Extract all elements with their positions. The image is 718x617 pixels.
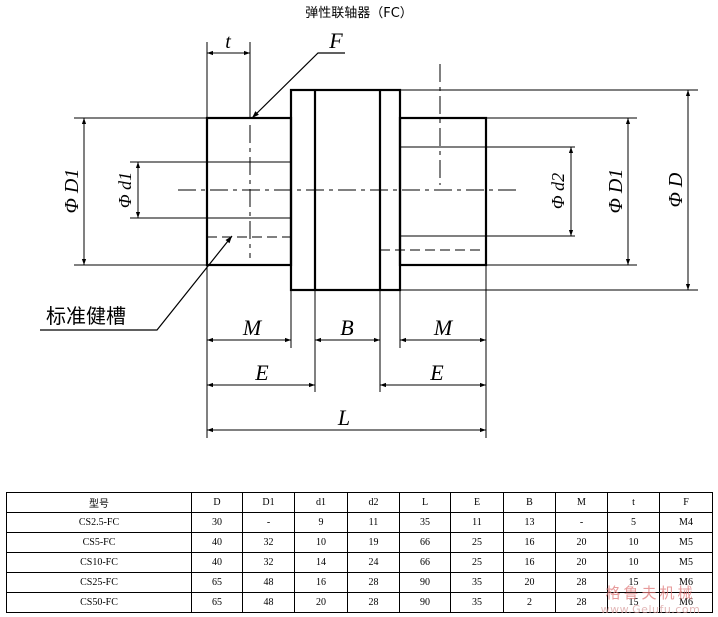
table-cell: - <box>555 512 608 533</box>
table-cell: 30 <box>191 512 243 533</box>
table-cell: M5 <box>659 532 713 553</box>
table-cell: M5 <box>659 552 713 573</box>
table-cell: 40 <box>191 532 243 553</box>
label-keyway: 标准健槽 <box>46 304 126 328</box>
column-header: t <box>607 492 660 513</box>
label-D: Φ D <box>665 172 687 207</box>
table-cell: 16 <box>503 532 556 553</box>
label-E-right: E <box>429 360 444 385</box>
table-cell: 16 <box>294 572 348 593</box>
label-d1: Φ d1 <box>115 172 135 208</box>
column-header: B <box>503 492 556 513</box>
table-cell: CS50-FC <box>6 592 192 613</box>
table-cell: 90 <box>399 592 451 613</box>
table-cell: 25 <box>450 552 504 573</box>
table-row: CS25-FC 65 48 16 28 90 35 20 28 15 M6 <box>6 572 713 593</box>
right-hub <box>398 116 488 267</box>
table-cell: 20 <box>555 552 608 573</box>
table-cell: 9 <box>294 512 348 533</box>
table-cell: 28 <box>555 572 608 593</box>
table-cell: 15 <box>607 572 660 593</box>
label-D1-left: Φ D1 <box>61 169 83 214</box>
table-row: CS5-FC 40 32 10 19 66 25 16 20 10 M5 <box>6 532 713 553</box>
table-cell: 40 <box>191 552 243 573</box>
table-cell: 66 <box>399 532 451 553</box>
label-F: F <box>328 28 343 53</box>
table-row: CS10-FC 40 32 14 24 66 25 16 20 10 M5 <box>6 552 713 573</box>
table-cell: 90 <box>399 572 451 593</box>
column-header: E <box>450 492 504 513</box>
hidden-lines <box>130 64 575 258</box>
table-cell: 10 <box>607 532 660 553</box>
column-header: D1 <box>242 492 295 513</box>
table-cell: CS10-FC <box>6 552 192 573</box>
table-cell: 48 <box>242 592 295 613</box>
table-cell: 66 <box>399 552 451 573</box>
table-cell: 10 <box>607 552 660 573</box>
column-header: L <box>399 492 451 513</box>
table-cell: M6 <box>659 572 713 593</box>
table-cell: 16 <box>503 552 556 573</box>
table-cell: CS25-FC <box>6 572 192 593</box>
column-header: M <box>555 492 608 513</box>
table-cell: 20 <box>555 532 608 553</box>
table-cell: 11 <box>347 512 400 533</box>
table-cell: 35 <box>450 572 504 593</box>
table-cell: 32 <box>242 552 295 573</box>
column-header: F <box>659 492 713 513</box>
table-cell: 65 <box>191 572 243 593</box>
label-E-left: E <box>254 360 269 385</box>
table-cell: 48 <box>242 572 295 593</box>
table-cell: 25 <box>450 532 504 553</box>
table-row: CS2.5-FC 30 - 9 11 35 11 13 - 5 M4 <box>6 512 713 533</box>
label-B: B <box>340 315 353 340</box>
table-cell: 28 <box>347 572 400 593</box>
table-cell: 28 <box>555 592 608 613</box>
table-cell: CS2.5-FC <box>6 512 192 533</box>
leader-lines <box>40 52 345 331</box>
label-D1-right: Φ D1 <box>605 169 627 214</box>
label-M-right: M <box>433 315 454 340</box>
table-cell: 24 <box>347 552 400 573</box>
coupling-drawing: t F Φ D1 Φ d1 Φ d2 Φ D1 Φ D 标准健槽 M B M E… <box>40 28 698 438</box>
table-row: CS50-FC 65 48 20 28 90 35 2 28 15 M6 <box>6 592 713 613</box>
column-header: D <box>191 492 243 513</box>
table-cell: 14 <box>294 552 348 573</box>
column-header: d1 <box>294 492 348 513</box>
page-title: 弹性联轴器（FC） <box>305 6 413 21</box>
table-cell: 15 <box>607 592 660 613</box>
column-header: d2 <box>347 492 400 513</box>
table-cell: 20 <box>503 572 556 593</box>
extension-lines <box>74 42 698 438</box>
table-cell: CS5-FC <box>6 532 192 553</box>
label-L: L <box>337 405 350 430</box>
table-cell: 32 <box>242 532 295 553</box>
label-t: t <box>225 31 231 53</box>
table-cell: 65 <box>191 592 243 613</box>
table-cell: 10 <box>294 532 348 553</box>
table-cell: 35 <box>450 592 504 613</box>
table-cell: 11 <box>450 512 504 533</box>
table-cell: - <box>242 512 295 533</box>
table-cell: M6 <box>659 592 713 613</box>
label-d2: Φ d2 <box>548 173 568 209</box>
left-hub <box>205 116 293 267</box>
dimension-labels: t F Φ D1 Φ d1 Φ d2 Φ D1 Φ D 标准健槽 M B M E… <box>46 28 687 430</box>
dimension-lines <box>81 50 691 433</box>
spec-table: 型号 D D1 d1 d2 L E B M t F CS2.5-FC 30 - … <box>6 492 713 613</box>
table-cell: 28 <box>347 592 400 613</box>
table-header-row: 型号 D D1 d1 d2 L E B M t F <box>6 492 713 513</box>
leader-F <box>251 52 345 119</box>
column-header: 型号 <box>6 492 192 513</box>
table-cell: 20 <box>294 592 348 613</box>
table-cell: 5 <box>607 512 660 533</box>
leader-keyway <box>40 235 233 331</box>
table-cell: 35 <box>399 512 451 533</box>
label-M-left: M <box>242 315 263 340</box>
table-cell: M4 <box>659 512 713 533</box>
table-cell: 13 <box>503 512 556 533</box>
table-cell: 19 <box>347 532 400 553</box>
table-cell: 2 <box>503 592 556 613</box>
